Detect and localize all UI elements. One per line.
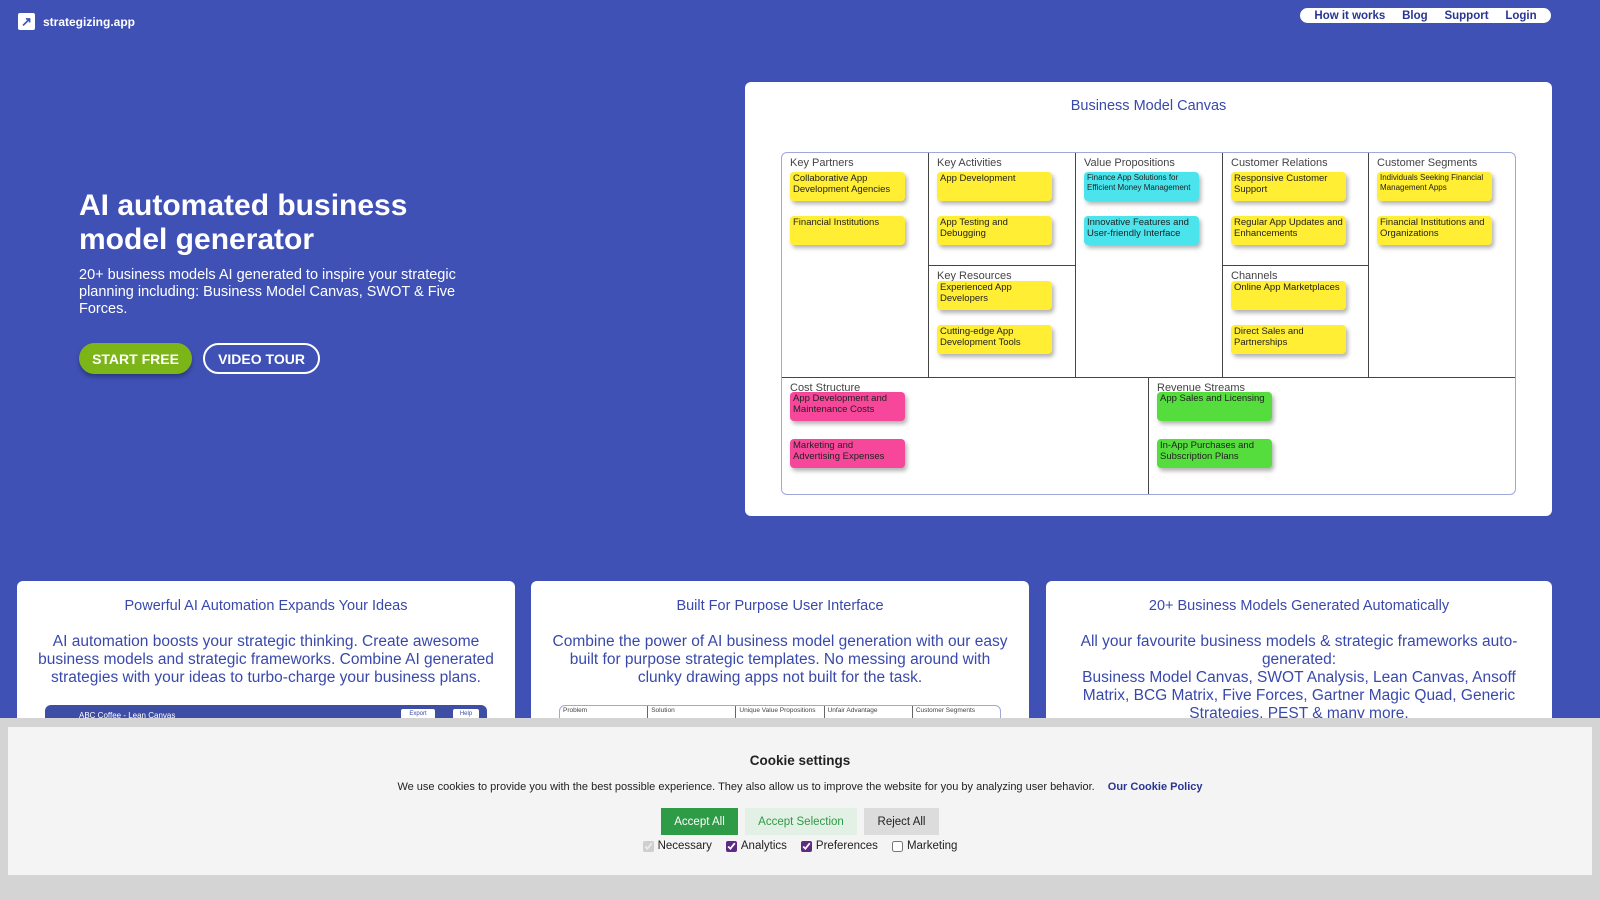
nav-how-it-works[interactable]: How it works [1314, 9, 1386, 22]
sticky-note[interactable]: Online App Marketplaces [1231, 281, 1346, 310]
value-propositions-section: Value Propositions Finance App Solutions… [1076, 153, 1223, 378]
feature-title: Powerful AI Automation Expands Your Idea… [124, 598, 408, 614]
key-activities-section: Key Activities App Development App Testi… [929, 153, 1076, 266]
business-model-canvas-card: Business Model Canvas Key Partners Colla… [745, 82, 1552, 516]
feature-title: 20+ Business Models Generated Automatica… [1148, 598, 1450, 614]
key-partners-section: Key Partners Collaborative App Developme… [782, 153, 929, 378]
logo[interactable]: ↗ strategizing.app [18, 13, 135, 30]
revenue-streams-label: Revenue Streams [1157, 382, 1246, 394]
cookie-panel: Cookie settings We use cookies to provid… [8, 727, 1592, 875]
sticky-note[interactable]: App Development and Maintenance Costs [790, 392, 905, 421]
sticky-note[interactable]: Marketing and Advertising Expenses [790, 439, 905, 468]
sticky-note[interactable]: App Sales and Licensing [1157, 392, 1272, 421]
logo-arrow-icon: ↗ [18, 13, 35, 30]
sticky-note[interactable]: Regular App Updates and Enhancements [1231, 216, 1346, 245]
feature-description: All your favourite business models & str… [1080, 633, 1518, 668]
revenue-streams-section: Revenue Streams App Sales and Licensing … [1149, 378, 1515, 494]
sticky-note[interactable]: Individuals Seeking Financial Management… [1377, 172, 1492, 201]
option-label: Necessary [657, 840, 712, 852]
nav-blog[interactable]: Blog [1402, 9, 1428, 22]
preview-help-button: Help [453, 709, 479, 719]
sticky-note[interactable]: Collaborative App Development Agencies [790, 172, 905, 201]
cookie-options: Necessary Analytics Preferences Marketin… [8, 840, 1592, 852]
feature-title: Built For Purpose User Interface [676, 598, 884, 614]
cost-structure-label: Cost Structure [790, 382, 861, 394]
cookie-option-necessary[interactable]: Necessary [642, 840, 712, 852]
top-navigation: How it works Blog Support Login [1300, 8, 1551, 23]
cookie-banner: Cookie settings We use cookies to provid… [0, 718, 1600, 900]
sticky-note[interactable]: Financial Institutions and Organizations [1377, 216, 1492, 245]
customer-segments-label: Customer Segments [1377, 157, 1478, 169]
cookie-description: We use cookies to provide you with the b… [397, 781, 1095, 793]
video-tour-button[interactable]: VIDEO TOUR [203, 343, 320, 374]
option-label: Marketing [906, 840, 958, 852]
preview-column: Customer Segments [915, 707, 976, 714]
cookie-actions: Accept All Accept Selection Reject All [8, 808, 1592, 835]
accept-selection-button[interactable]: Accept Selection [745, 808, 857, 835]
cost-structure-section: Cost Structure App Development and Maint… [782, 378, 1149, 494]
sticky-note[interactable]: Finance App Solutions for Efficient Mone… [1084, 172, 1199, 201]
sticky-note[interactable]: Responsive Customer Support [1231, 172, 1346, 201]
cookie-title: Cookie settings [749, 753, 851, 768]
sticky-note[interactable]: Financial Institutions [790, 216, 905, 245]
feature-card-business-models: 20+ Business Models Generated Automatica… [1046, 581, 1552, 731]
customer-segments-section: Customer Segments Individuals Seeking Fi… [1369, 153, 1515, 378]
cookie-policy-link[interactable]: Our Cookie Policy [1107, 781, 1203, 793]
business-model-canvas-grid: Key Partners Collaborative App Developme… [781, 152, 1516, 495]
feature-description: Combine the power of AI business model g… [552, 633, 1008, 686]
customer-relations-section: Customer Relations Responsive Customer S… [1223, 153, 1369, 266]
sticky-note[interactable]: Cutting-edge App Development Tools [937, 325, 1052, 354]
cookie-option-analytics[interactable]: Analytics [725, 840, 787, 852]
hero-subtitle: 20+ business models AI generated to insp… [79, 267, 456, 317]
necessary-checkbox[interactable] [642, 840, 654, 852]
customer-relations-label: Customer Relations [1231, 157, 1328, 169]
sticky-note[interactable]: Innovative Features and User-friendly In… [1084, 216, 1199, 245]
preferences-checkbox[interactable] [800, 840, 812, 852]
key-partners-label: Key Partners [790, 157, 854, 169]
key-resources-section: Key Resources Experienced App Developers… [929, 266, 1076, 378]
cookie-message: We use cookies to provide you with the b… [8, 781, 1592, 793]
reject-all-button[interactable]: Reject All [864, 808, 939, 835]
marketing-checkbox[interactable] [891, 840, 903, 852]
feature-card-ai-automation: Powerful AI Automation Expands Your Idea… [17, 581, 515, 731]
value-propositions-label: Value Propositions [1084, 157, 1175, 169]
brand-name: strategizing.app [43, 14, 136, 29]
cookie-option-marketing[interactable]: Marketing [891, 840, 958, 852]
option-label: Analytics [740, 840, 787, 852]
feature-card-user-interface: Built For Purpose User Interface Combine… [531, 581, 1029, 731]
hero-title: AI automated business model generator [79, 189, 408, 256]
nav-login[interactable]: Login [1505, 9, 1537, 22]
start-free-button[interactable]: START FREE [79, 343, 192, 374]
option-label: Preferences [815, 840, 878, 852]
sticky-note[interactable]: Direct Sales and Partnerships [1231, 325, 1346, 354]
sticky-note[interactable]: App Testing and Debugging [937, 216, 1052, 245]
channels-section: Channels Online App Marketplaces Direct … [1223, 266, 1369, 378]
canvas-title: Business Model Canvas [1070, 98, 1227, 114]
channels-label: Channels [1231, 270, 1278, 282]
preview-title: ABC Coffee - Lean Canvas [79, 711, 176, 720]
feature-description: AI automation boosts your strategic thin… [38, 633, 494, 686]
analytics-checkbox[interactable] [725, 840, 737, 852]
key-activities-label: Key Activities [937, 157, 1002, 169]
key-resources-label: Key Resources [937, 270, 1012, 282]
feature-model-list: Business Model Canvas, SWOT Analysis, Le… [1082, 669, 1516, 722]
sticky-note[interactable]: Experienced App Developers [937, 281, 1052, 310]
preview-export-button: Export [401, 709, 435, 719]
sticky-note[interactable]: App Development [937, 172, 1052, 201]
sticky-note[interactable]: In-App Purchases and Subscription Plans [1157, 439, 1272, 468]
accept-all-button[interactable]: Accept All [661, 808, 738, 835]
nav-support[interactable]: Support [1444, 9, 1489, 22]
cookie-option-preferences[interactable]: Preferences [800, 840, 878, 852]
